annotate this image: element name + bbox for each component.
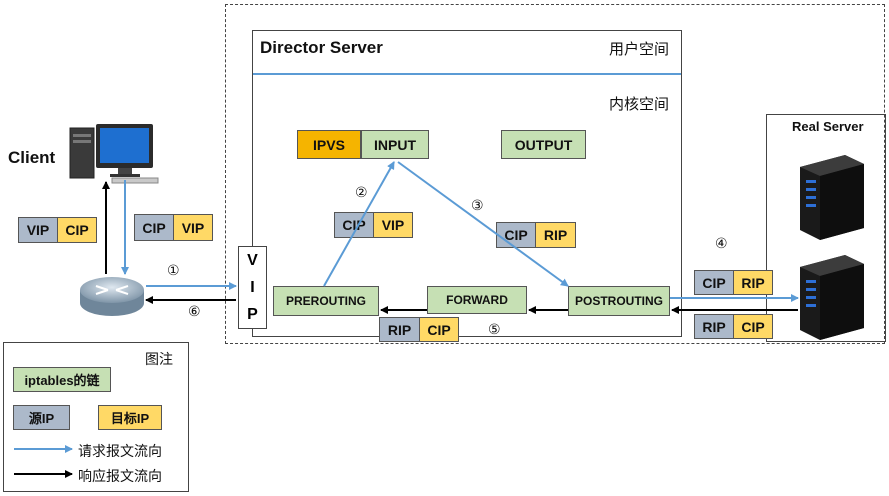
packet-rs-reply-dst: CIP [733,314,773,339]
legend-src-swatch: 源IP [13,405,70,430]
kernel-space-label: 内核空间 [609,96,670,113]
client-computer-icon [69,124,159,184]
packet-step5-dst: CIP [419,317,459,342]
vip-letter-i: I [250,278,255,296]
packet-step3-dst: RIP [535,222,576,248]
user-space-label: 用户空间 [609,41,670,58]
packet-step4-src: CIP [694,270,734,295]
packet-client-in-src: VIP [18,217,58,243]
director-server-title: Director Server [260,38,383,57]
vip-letter-v: V [247,251,258,269]
packet-client-out-src: CIP [134,214,174,241]
real-server-label: Real Server [792,119,864,134]
step-4: ④ [715,235,728,251]
real-server-box [766,114,886,342]
legend-request-label: 请求报文流向 [78,443,162,459]
router-icon [80,277,144,316]
director-dashed-region [225,4,885,344]
step-1: ① [167,262,180,278]
step-6: ⑥ [188,303,201,319]
real-server-icon-1 [800,155,864,240]
arrow-input-to-postrouting [397,161,569,287]
chain-postrouting: POSTROUTING [568,286,670,316]
packet-step5-src: RIP [379,317,420,342]
chain-input: INPUT [361,130,429,159]
real-server-icon-2 [800,255,864,340]
packet-client-out-dst: VIP [173,214,213,241]
packet-step2-dst: VIP [373,212,413,238]
arrow-prerouting-to-input [323,161,395,287]
step-3: ③ [471,197,484,213]
chain-forward: FORWARD [427,286,527,314]
legend-response-label: 响应报文流向 [78,468,162,484]
chain-prerouting: PREROUTING [273,286,379,316]
vip-letter-p: P [247,305,258,323]
vip-interface: V I P [238,246,267,329]
space-divider [253,73,681,75]
chain-output: OUTPUT [501,130,586,159]
step-5: ⑤ [488,321,501,337]
legend-chain-swatch: iptables的链 [13,367,111,392]
legend-box [3,342,189,492]
legend-dst-swatch: 目标IP [98,405,162,430]
step-2: ② [355,184,368,200]
chain-ipvs: IPVS [297,130,361,159]
packet-step4-dst: RIP [733,270,773,295]
director-server-box [252,30,682,337]
legend-title: 图注 [145,351,173,367]
packet-client-in-dst: CIP [57,217,97,243]
client-label: Client [8,148,56,167]
